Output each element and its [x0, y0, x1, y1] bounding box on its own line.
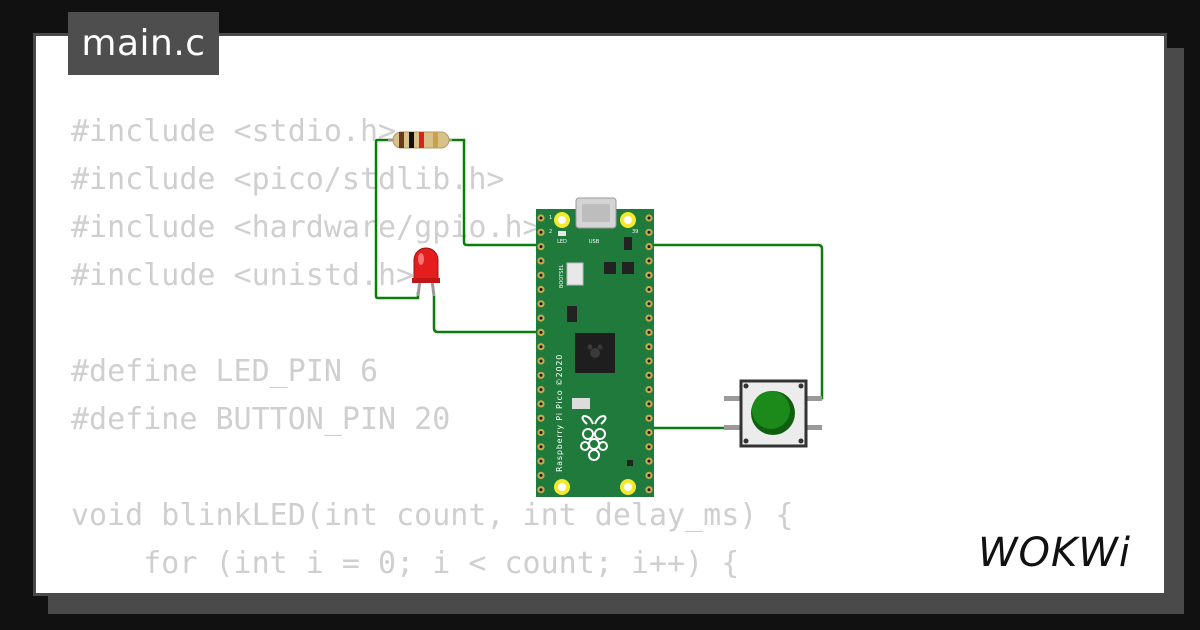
wire-3v3-button: [645, 243, 824, 400]
pin-hole-center: [539, 431, 543, 434]
pin-hole-center: [539, 388, 543, 392]
code-line: #include <pico/stdlib.h>: [71, 162, 505, 197]
file-tab[interactable]: main.c: [68, 12, 219, 75]
pushbutton-icon[interactable]: [724, 379, 822, 448]
code-line: #include <unistd.h>: [71, 258, 415, 293]
pin-hole-center: [647, 388, 651, 392]
pin-hole-center: [647, 373, 651, 377]
code-line: #include <hardware/gpio.h>: [71, 210, 541, 245]
pin-hole-center: [647, 345, 651, 349]
file-tab-label: main.c: [81, 23, 206, 64]
raspberry-logo-icon: [580, 414, 608, 461]
pin-hole-center: [539, 359, 543, 363]
pin-hole-center: [539, 245, 543, 249]
usb-label: USB: [589, 239, 600, 245]
pin-hole-center: [539, 488, 543, 492]
pin-hole-center: [539, 259, 543, 263]
pin-hole-center: [539, 316, 543, 320]
pin2-label: 2: [549, 229, 552, 235]
bootsel-button[interactable]: [566, 262, 584, 286]
wires: [374, 138, 824, 430]
bootsel-label: BOOTSEL: [559, 264, 565, 288]
pin-hole-center: [647, 402, 651, 406]
pin-hole-center: [647, 245, 651, 249]
pin-hole-center: [647, 316, 651, 320]
pin-hole-center: [647, 288, 651, 291]
pin-hole-center: [539, 302, 543, 306]
red-led-icon: [412, 247, 440, 297]
board-name-label: Raspberry Pi Pico ©2020: [555, 354, 564, 472]
pin-hole-center: [647, 273, 651, 277]
code-line: #define LED_PIN 6: [71, 354, 379, 389]
pin-hole-center: [647, 230, 651, 234]
pin-hole-center: [647, 459, 651, 463]
pin-hole-center: [539, 273, 543, 277]
code-line: void blinkLED(int count, int delay_ms) {: [71, 498, 794, 533]
pin-hole-center: [539, 402, 543, 406]
pin-hole-center: [539, 345, 543, 349]
pin-hole-center: [647, 302, 651, 306]
pin-hole-center: [539, 230, 543, 234]
led-label: LED: [557, 239, 567, 245]
pin-hole-center: [539, 416, 543, 420]
pin-hole-center: [647, 259, 651, 263]
pin39-label: 39: [632, 229, 638, 235]
wokwi-logo-text: WOKWi: [978, 530, 1131, 576]
pin-hole-center: [647, 431, 651, 434]
resistor-icon: [388, 131, 452, 149]
pin-hole-center: [539, 288, 543, 291]
pin1-label: 1: [549, 215, 552, 221]
code-line: #include <stdio.h>: [71, 114, 397, 149]
pin-hole-center: [647, 445, 651, 449]
code-line: #define BUTTON_PIN 20: [71, 402, 451, 437]
pin-hole-center: [647, 473, 651, 477]
wire-resistor-led: [374, 138, 420, 300]
chip-logo-icon: [587, 344, 603, 358]
pin-hole-center: [539, 473, 543, 477]
pin-hole-center: [647, 359, 651, 363]
wokwi-logo: WOKWi: [978, 530, 1131, 576]
raspberry-pi-pico-icon: USB LED 1 2 39 BOOTSEL Raspberry Pi Pico…: [536, 197, 654, 497]
pin-hole-center: [539, 330, 543, 334]
code-block: #include <stdio.h> #include <pico/stdlib.…: [71, 108, 866, 593]
pin-hole-center: [647, 416, 651, 420]
pin-hole-center: [647, 488, 651, 492]
code-line: for (int i = 0; i < count; i++) {: [71, 546, 740, 581]
pin-hole-center: [539, 216, 543, 220]
pin-hole-center: [539, 459, 543, 463]
wire-resistor-gp6: [448, 138, 545, 247]
pin-hole-center: [539, 373, 543, 377]
pin-hole-center: [539, 445, 543, 449]
wire-led-gnd: [432, 296, 545, 334]
pin-hole-center: [647, 216, 651, 220]
pin-hole-center: [647, 330, 651, 334]
pin-holes: [537, 214, 653, 494]
